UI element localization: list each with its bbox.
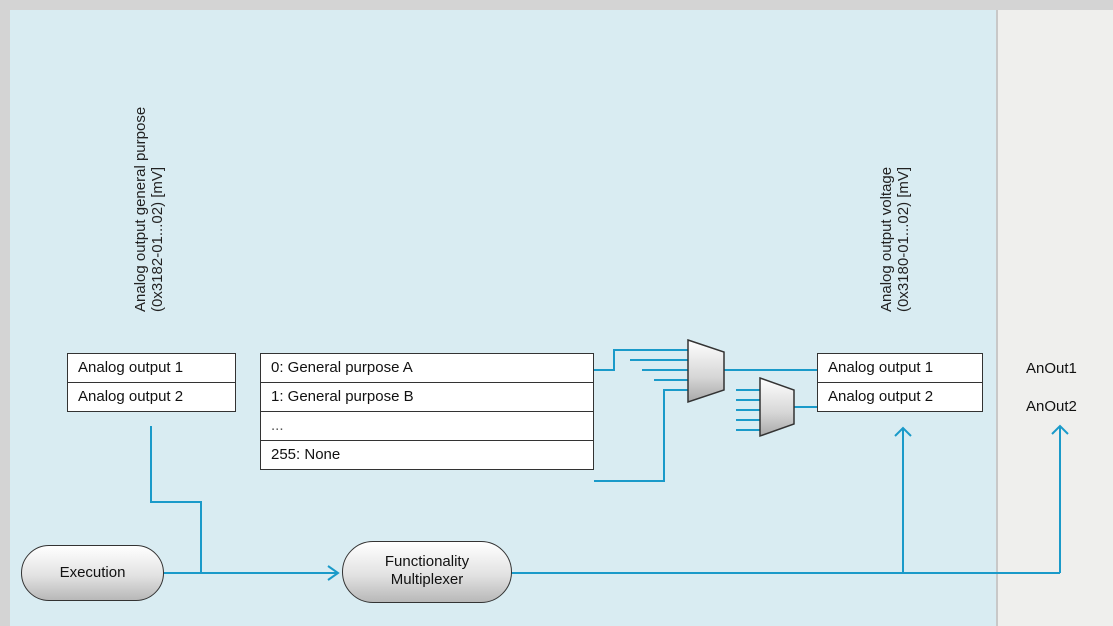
general-purpose-box: Analog output 1 Analog output 2	[67, 353, 236, 412]
anout2-label: AnOut2	[1026, 398, 1077, 415]
selector-option-none[interactable]: 255: None	[271, 446, 341, 463]
multiplexer-label-line1: Functionality	[384, 553, 470, 570]
arrow-voltage-box	[894, 426, 912, 437]
arrow-anout2	[1051, 424, 1069, 435]
general-purpose-output-1[interactable]: Analog output 1	[68, 354, 235, 383]
selector-option-ellipsis: ...	[261, 412, 593, 441]
device-panel	[10, 10, 998, 626]
selector-box: 0: General purpose A 1: General purpose …	[260, 353, 594, 470]
voltage-output-1[interactable]: Analog output 1	[818, 354, 982, 383]
top-border	[0, 0, 1113, 10]
output-voltage-box: Analog output 1 Analog output 2	[817, 353, 983, 412]
terminal-panel	[998, 10, 1113, 626]
anout1-label: AnOut1	[1026, 360, 1077, 377]
selector-option-b[interactable]: 1: General purpose B	[261, 383, 593, 412]
multiplexer-label-line2: Multiplexer	[390, 571, 464, 588]
general-purpose-output-2[interactable]: Analog output 2	[78, 388, 184, 405]
wire-option-none	[594, 389, 688, 482]
execution-button[interactable]: Execution	[21, 545, 164, 601]
voltage-output-2[interactable]: Analog output 2	[828, 388, 934, 405]
functionality-multiplexer-button[interactable]: Functionality Multiplexer	[342, 541, 512, 603]
wire-gp2-to-bus	[150, 426, 202, 573]
left-border	[0, 0, 10, 626]
multiplexer-1-shape	[687, 338, 725, 404]
wire-option-a	[594, 349, 688, 371]
arrow-into-multiplexer	[327, 565, 340, 581]
multiplexer-2-shape	[759, 376, 795, 438]
selector-option-a[interactable]: 0: General purpose A	[261, 354, 593, 383]
